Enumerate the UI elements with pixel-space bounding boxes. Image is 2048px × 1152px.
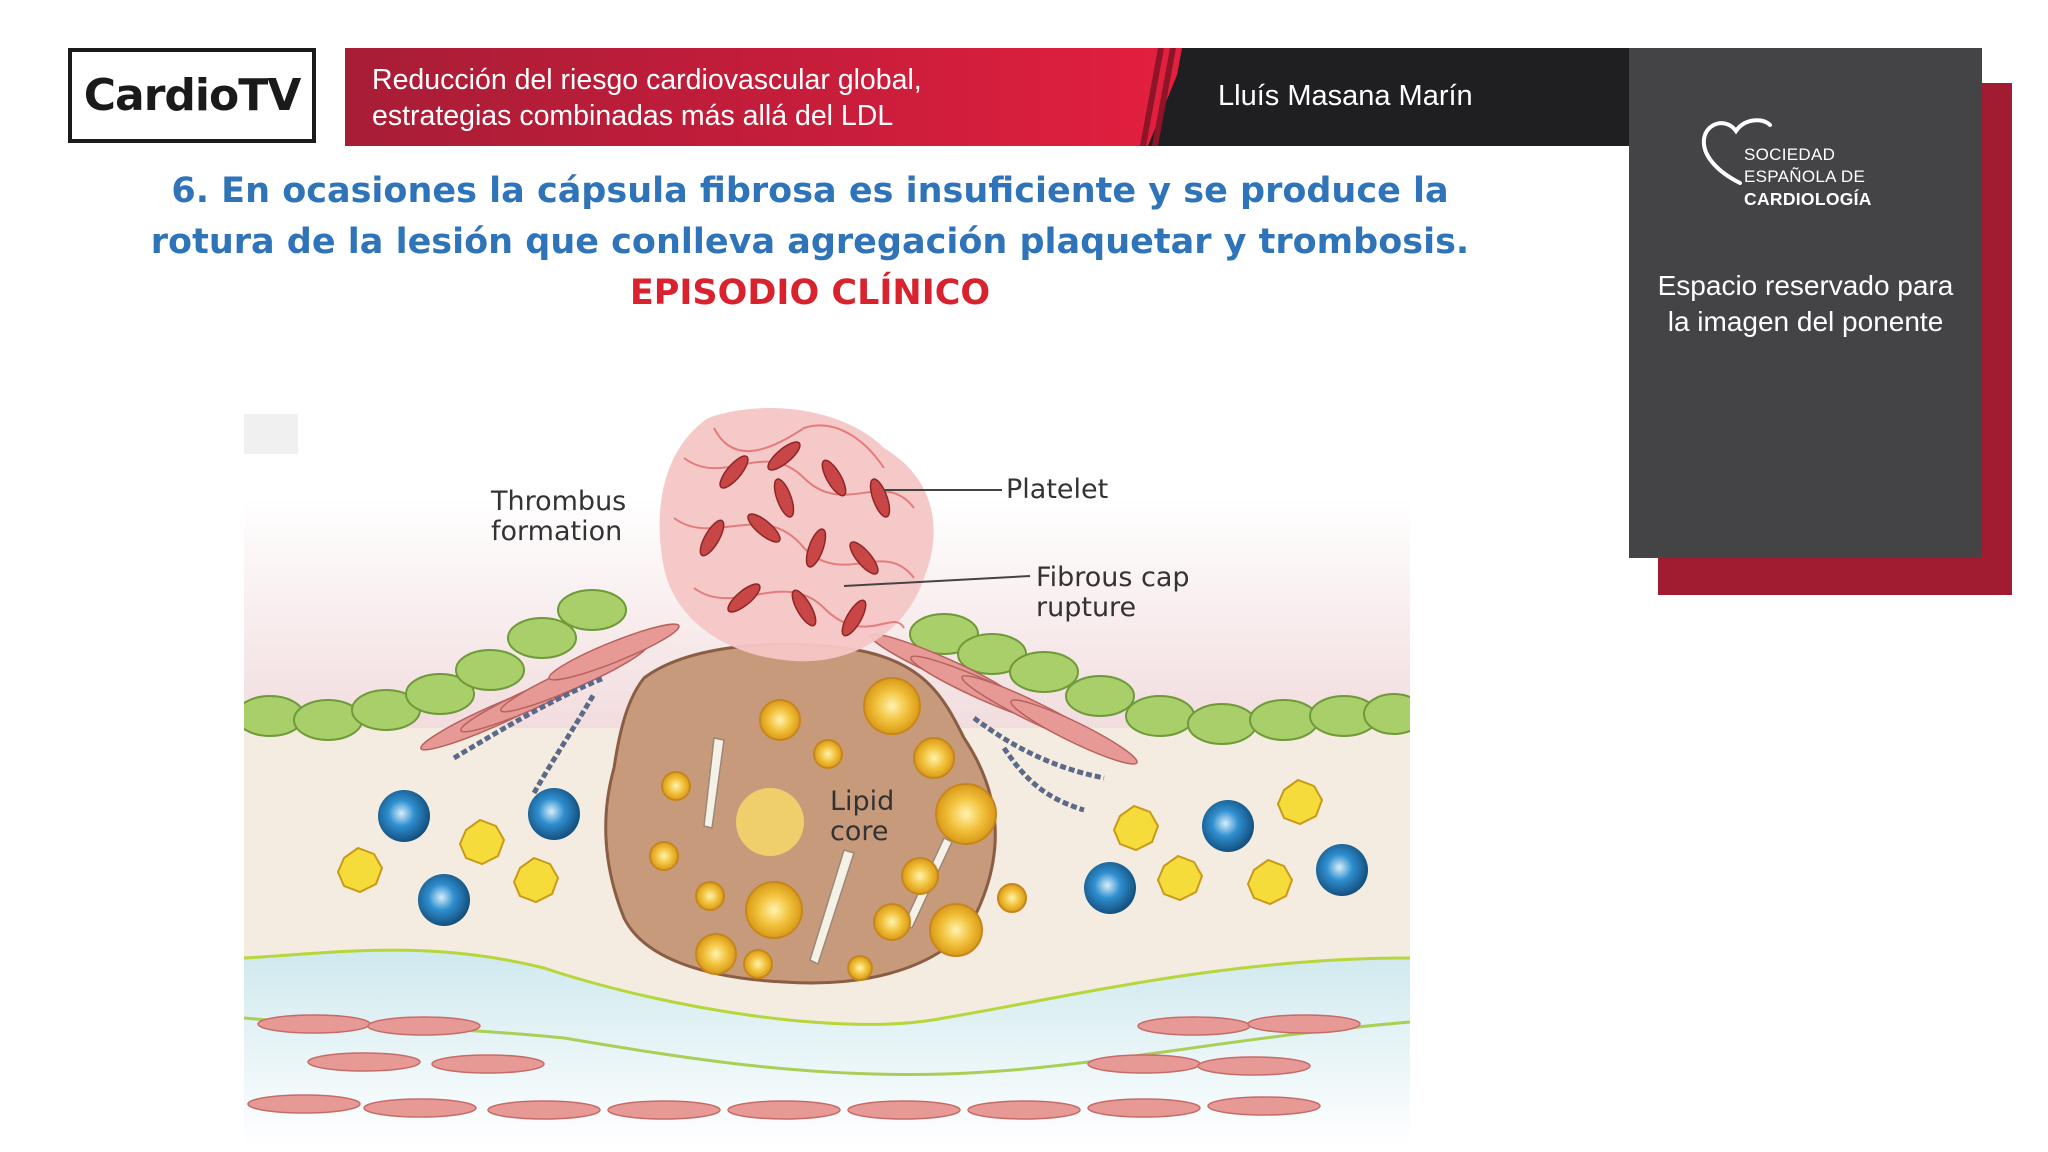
- thrombus-label-line: Thrombus: [490, 486, 626, 517]
- banner-stripes: [1140, 48, 1188, 146]
- talk-title-line: estrategias combinadas más allá del LDL: [372, 100, 894, 132]
- placeholder-line: la imagen del ponente: [1667, 306, 1944, 337]
- heading-line: rotura de la lesión que conlleva agregac…: [150, 222, 1470, 262]
- speaker-banner: [1148, 48, 1630, 146]
- heading-line: 6. En ocasiones la cápsula fibrosa es in…: [171, 171, 1449, 211]
- fibrous-cap: [420, 623, 1138, 765]
- thrombus-label-line: formation: [491, 516, 622, 547]
- smooth-muscle-cells: [247, 1014, 1361, 1120]
- heart-logo-icon: [1701, 118, 1772, 185]
- talk-title-line: Reducción del riesgo cardiovascular glob…: [372, 64, 922, 96]
- placeholder-text: Espacio reservado para la imagen del pon…: [1629, 268, 1982, 340]
- thrombus-label: Thrombus formation: [490, 486, 635, 547]
- platelet-label: Platelet: [1006, 474, 1108, 505]
- media-layer: [244, 950, 1410, 1146]
- society-line: CARDIOLOGÍA: [1744, 189, 1872, 209]
- thrombus: [659, 408, 934, 662]
- immune-cells: [336, 778, 1368, 926]
- lipid-core-label-line: Lipid: [830, 786, 894, 817]
- speaker-image-placeholder: [1629, 48, 1982, 558]
- fibrous-cap-leader: [843, 575, 1031, 587]
- fibrous-cap-label-line: Fibrous cap: [1036, 562, 1190, 593]
- sec-logo: SOCIEDAD ESPAÑOLA DE CARDIOLOGÍA: [1700, 115, 1900, 215]
- talk-title: Reducción del riesgo cardiovascular glob…: [372, 62, 1012, 134]
- society-line: SOCIEDAD: [1744, 145, 1836, 164]
- fibrous-cap-label-line: rupture: [1036, 592, 1136, 623]
- slide-heading: 6. En ocasiones la cápsula fibrosa es in…: [150, 166, 1470, 319]
- cardiotv-logo: CardioTV: [68, 48, 316, 143]
- lipid-droplets: [736, 788, 804, 856]
- clinical-episode-label: EPISODIO CLÍNICO: [629, 273, 991, 313]
- platelets: [699, 441, 891, 637]
- fibrous-cap-label: Fibrous cap rupture: [1036, 562, 1198, 623]
- corner-box: [244, 414, 298, 454]
- foam-cells: [649, 677, 1027, 981]
- placeholder-line: Espacio reservado para: [1657, 270, 1954, 301]
- endothelial-cells: [244, 589, 1410, 745]
- collagen-fibers: [452, 675, 1105, 813]
- lipid-core-label: Lipid core: [830, 786, 903, 847]
- speaker-name: Lluís Masana Marín: [1218, 80, 1473, 112]
- title-banner: [345, 48, 1195, 146]
- plaque-rupture-illustration: Thrombus formation Platelet Fibrous cap …: [244, 408, 1410, 1146]
- society-line: ESPAÑOLA DE: [1744, 167, 1866, 186]
- logo-text: CardioTV: [83, 70, 302, 121]
- lipid-core-label-line: core: [830, 816, 888, 847]
